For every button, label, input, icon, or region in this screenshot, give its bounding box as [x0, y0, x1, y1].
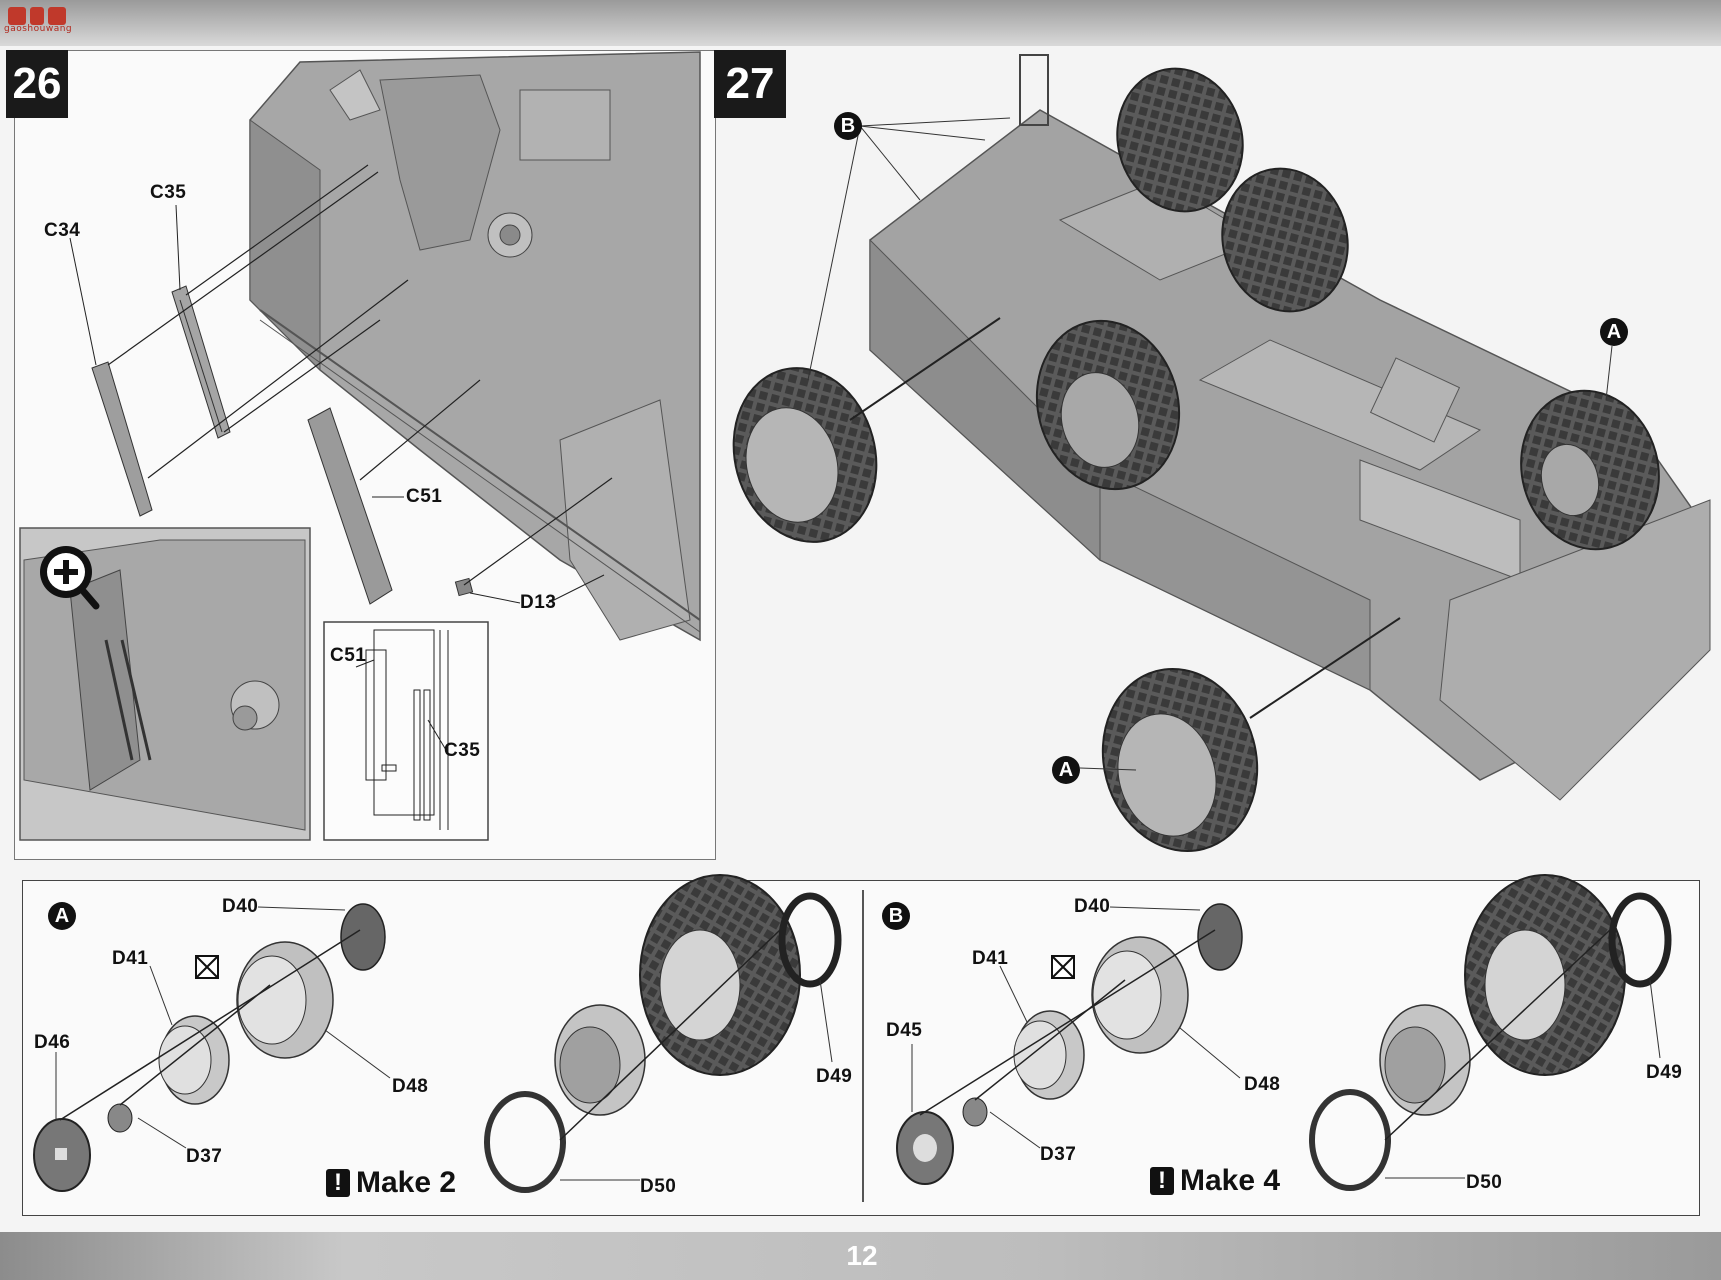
- watermark-logo: [8, 7, 66, 25]
- part-d50-b: D50: [1466, 1172, 1503, 1193]
- wheel-subassembly-panel: [22, 880, 1700, 1216]
- subassembly-a-label: A: [48, 902, 76, 930]
- make-2-text: Make 2: [356, 1166, 457, 1199]
- make-4-text: Make 4: [1180, 1164, 1281, 1197]
- subassembly-divider: [862, 890, 864, 1202]
- part-d45-b: D45: [886, 1020, 923, 1041]
- part-d46-a: D46: [34, 1032, 71, 1053]
- part-d40-b: D40: [1074, 896, 1111, 917]
- part-d48-a: D48: [392, 1076, 429, 1097]
- step26-badge: 26: [6, 50, 68, 118]
- part-d37-b: D37: [1040, 1144, 1077, 1165]
- footer-bar: [0, 1232, 1721, 1280]
- detail-callout-c51: C51: [330, 645, 367, 666]
- part-d41-b: D41: [972, 948, 1009, 969]
- step27-label-a-top: A: [1600, 318, 1628, 346]
- part-d41-a: D41: [112, 948, 149, 969]
- step27-label-b: B: [834, 112, 862, 140]
- part-d40-a: D40: [222, 896, 259, 917]
- make-2-note: ! Make 2: [326, 1166, 456, 1200]
- warning-icon: !: [326, 1169, 350, 1197]
- header-bar: [0, 0, 1721, 46]
- make-4-note: ! Make 4: [1150, 1164, 1280, 1198]
- part-d50-a: D50: [640, 1176, 677, 1197]
- page-number: 12: [846, 1240, 878, 1271]
- part-d37-a: D37: [186, 1146, 223, 1167]
- callout-c35: C35: [150, 182, 187, 203]
- warning-icon: !: [1150, 1167, 1174, 1195]
- detail-callout-c35: C35: [444, 740, 481, 761]
- callout-c34: C34: [44, 220, 81, 241]
- part-d49-a: D49: [816, 1066, 853, 1087]
- callout-d13: D13: [520, 592, 557, 613]
- part-d48-b: D48: [1244, 1074, 1281, 1095]
- callout-c51: C51: [406, 486, 443, 507]
- subassembly-b-label: B: [882, 902, 910, 930]
- part-d49-b: D49: [1646, 1062, 1683, 1083]
- step27-badge: 27: [714, 50, 786, 118]
- watermark-text: gaoshouwang: [4, 24, 73, 34]
- step27-label-a-bottom: A: [1052, 756, 1080, 784]
- step26-panel: [14, 50, 716, 860]
